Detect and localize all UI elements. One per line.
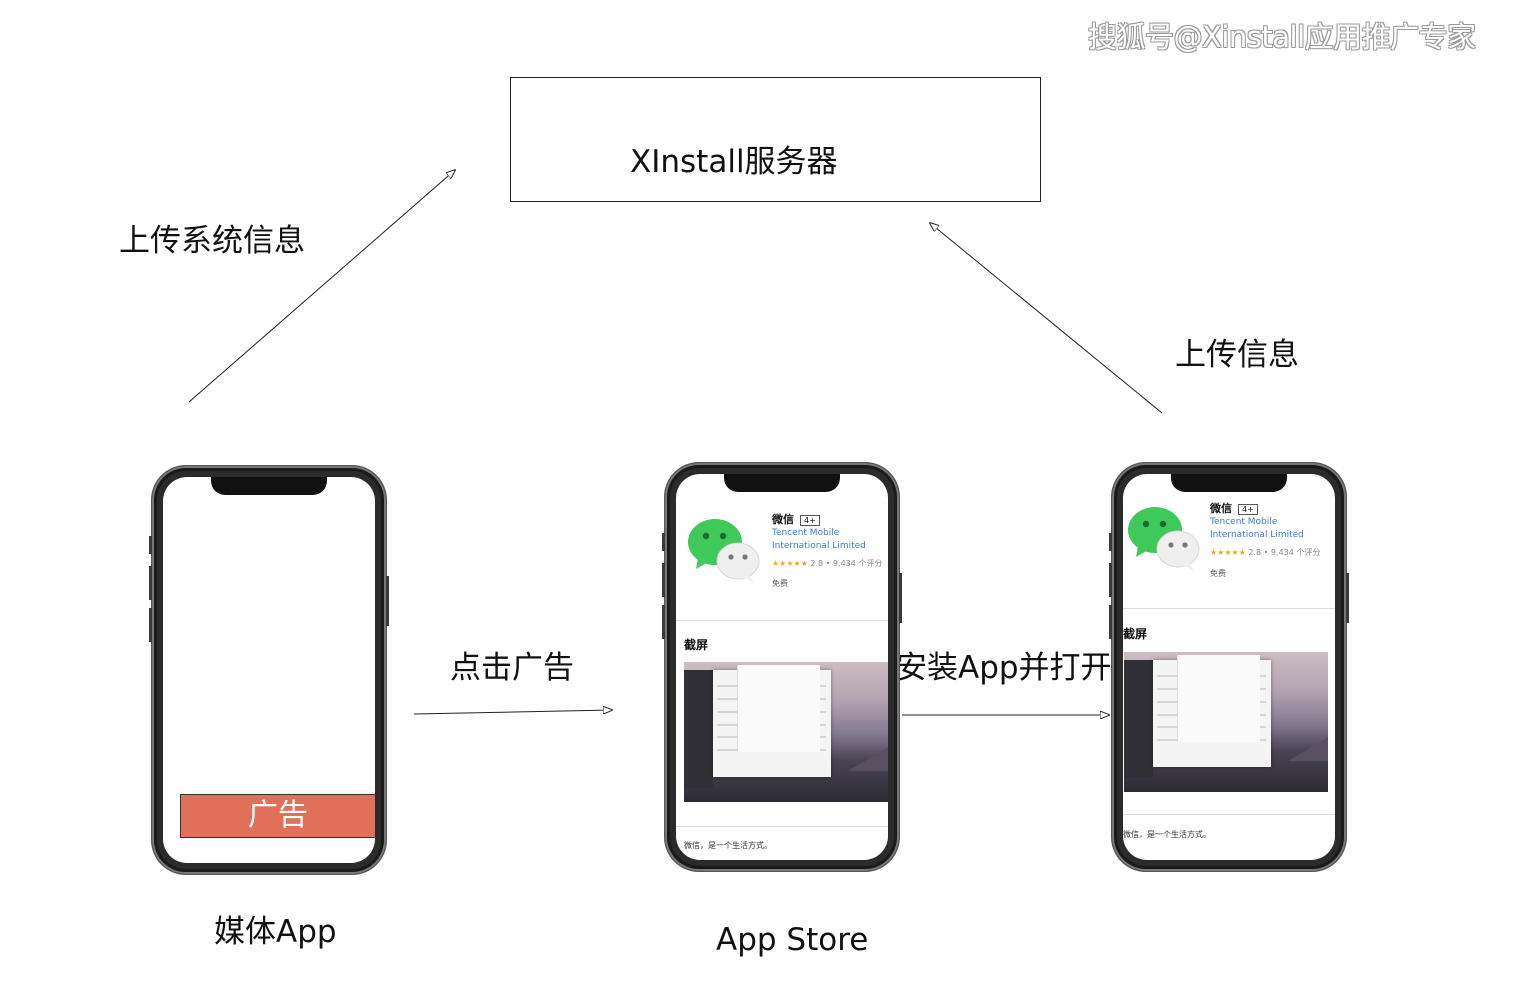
- screenshots-title: 截屏: [684, 638, 709, 652]
- age-rating: 4+: [1238, 504, 1258, 515]
- watermark: 搜狐号@Xinstall应用推广专家: [1088, 20, 1476, 54]
- wechat-icon: [688, 519, 760, 583]
- arrow-media-to-server: [188, 170, 455, 403]
- rating-stars: ★★★★★: [1210, 548, 1246, 557]
- age-rating: 4+: [800, 515, 820, 526]
- ad-banner[interactable]: 广告: [180, 794, 375, 838]
- wechat-icon: [1128, 507, 1200, 571]
- screenshots-title: 截屏: [1123, 627, 1148, 641]
- edge-label-install-open: 安装App并打开: [896, 650, 1112, 686]
- edge-label-click-ad: 点击广告: [450, 650, 574, 686]
- arrow-media-to-store: [413, 710, 612, 715]
- media-app-screen: 广告: [163, 477, 375, 863]
- divider: [1123, 608, 1335, 609]
- divider: [676, 826, 888, 827]
- price-label[interactable]: 免费: [1210, 569, 1226, 578]
- screenshot-image[interactable]: [1124, 652, 1328, 792]
- phone-notch: [1171, 474, 1287, 492]
- caption-media-app: 媒体App: [214, 914, 337, 950]
- arrow-app-to-server: [930, 223, 1163, 414]
- rating-text: 2.8 • 9,434 个评分: [810, 559, 883, 568]
- media-app-phone: 广告: [149, 466, 389, 874]
- phone-notch: [724, 474, 840, 492]
- caption-app-store: App Store: [716, 922, 869, 958]
- app-description: 微信，是一个生活方式。: [684, 841, 772, 850]
- rating-text: 2.8 • 9,434 个评分: [1248, 548, 1321, 557]
- divider: [676, 620, 888, 621]
- server-label: XInstall服务器: [630, 144, 838, 180]
- rating: ★★★★★ 2.8 • 9,434 个评分: [772, 558, 882, 569]
- screenshot-image[interactable]: [684, 662, 888, 802]
- rating-stars: ★★★★★: [772, 559, 808, 568]
- divider: [1123, 814, 1335, 815]
- rating: ★★★★★ 2.8 • 9,434 个评分: [1210, 547, 1320, 558]
- server-node: [510, 77, 1041, 202]
- developer-link[interactable]: Tencent Mobile International Limited: [772, 528, 866, 551]
- developer-link[interactable]: Tencent Mobile International Limited: [1210, 517, 1304, 540]
- edge-label-upload-system-info: 上传系统信息: [119, 223, 305, 259]
- edge-label-upload-info: 上传信息: [1175, 337, 1299, 373]
- price-label[interactable]: 免费: [772, 579, 788, 588]
- phone-notch: [211, 477, 327, 495]
- app-description: 微信，是一个生活方式。: [1123, 830, 1211, 839]
